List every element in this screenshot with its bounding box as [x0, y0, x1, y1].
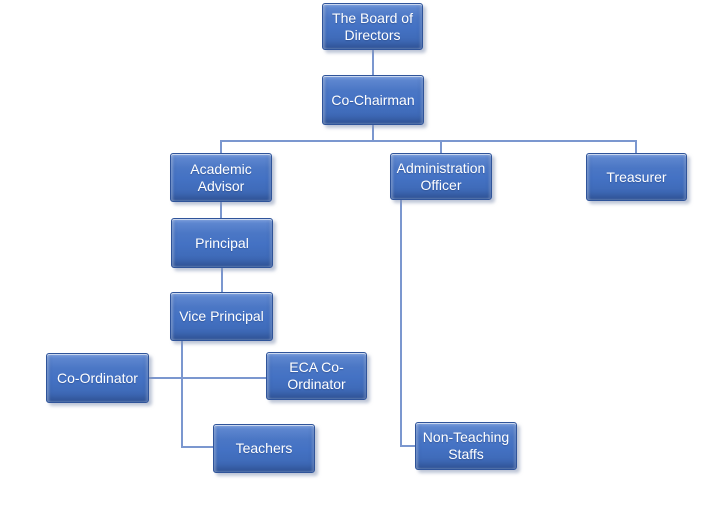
- org-node-board-of-directors[interactable]: The Board of Directors: [322, 3, 423, 50]
- connector-principal-to-vice: [221, 268, 223, 292]
- org-node-co-ordinator[interactable]: Co-Ordinator: [46, 353, 149, 403]
- org-node-teachers[interactable]: Teachers: [213, 424, 315, 473]
- org-node-non-teaching-staffs[interactable]: Non-Teaching Staffs: [415, 422, 517, 470]
- org-node-administration-officer[interactable]: Administration Officer: [390, 153, 492, 200]
- org-node-label: Academic Advisor: [190, 160, 252, 194]
- connector-bus-to-academic-advisor: [220, 140, 222, 153]
- connector-bus-horizontal: [220, 140, 637, 142]
- org-node-label: Teachers: [235, 440, 293, 457]
- connector-vice-hanging-vertical: [181, 341, 183, 448]
- org-node-label: Non-Teaching Staffs: [422, 429, 510, 462]
- connector-cochairman-to-bus: [372, 125, 374, 141]
- connector-admin-hanging-vertical: [400, 200, 402, 446]
- org-node-academic-advisor[interactable]: Academic Advisor: [170, 153, 272, 202]
- org-node-label: Treasurer: [606, 168, 667, 185]
- connector-board-to-cochairman: [372, 50, 374, 76]
- connector-bus-to-administration: [440, 140, 442, 153]
- connector-bus-to-treasurer: [635, 140, 637, 153]
- org-node-label: Administration Officer: [396, 159, 486, 193]
- org-node-vice-principal[interactable]: Vice Principal: [170, 292, 273, 341]
- org-node-label: Co-Ordinator: [57, 369, 138, 386]
- org-node-label: The Board of Directors: [332, 9, 413, 43]
- org-node-label: Principal: [195, 234, 249, 251]
- org-node-treasurer[interactable]: Treasurer: [586, 153, 687, 201]
- org-node-label: ECA Co-Ordinator: [287, 359, 346, 392]
- org-node-label: Co-Chairman: [331, 91, 415, 108]
- org-node-principal[interactable]: Principal: [171, 218, 273, 268]
- org-node-eca-co-ordinator[interactable]: ECA Co-Ordinator: [266, 352, 367, 400]
- connector-coordinator-to-eca: [149, 377, 266, 379]
- connector-academic-to-principal: [220, 202, 222, 218]
- connector-elbow-to-teachers: [181, 446, 213, 448]
- org-node-label: Vice Principal: [179, 308, 264, 325]
- connector-elbow-to-nonteaching: [400, 445, 415, 447]
- org-node-co-chairman[interactable]: Co-Chairman: [322, 75, 424, 125]
